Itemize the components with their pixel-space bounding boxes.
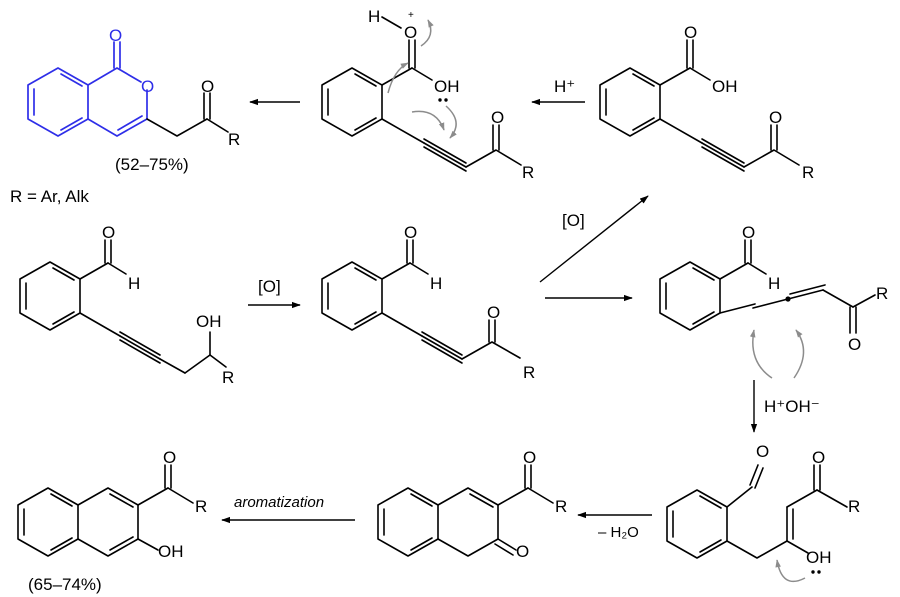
ketone-oxygen: O	[201, 77, 214, 96]
cond-acid-base: H⁺OH⁻	[764, 397, 820, 416]
aldehyde-h: H	[768, 274, 780, 293]
r-group: R	[848, 497, 860, 516]
oxonium-oxygen: O	[404, 23, 417, 42]
r-group: R	[802, 163, 814, 182]
isocoumarin-product: O O O R (52–75%) R = Ar, Alk	[10, 26, 240, 206]
naphthol-hydroxyl: OH	[158, 542, 184, 561]
yield-naphthol: (65–74%)	[28, 575, 102, 594]
cond-acid: H⁺	[554, 77, 575, 96]
ring-ketone-oxygen: O	[516, 542, 529, 561]
h-atom: H	[368, 7, 380, 26]
hydroxyl-group: OH	[196, 312, 222, 331]
ketone-oxygen: O	[523, 448, 536, 467]
ketone-oxygen: O	[487, 303, 500, 322]
ketone-oxygen: O	[163, 448, 176, 467]
carbonyl-oxygen: O	[684, 23, 697, 42]
cond-aromatization: aromatization	[234, 494, 324, 511]
cond-oxidation-1: [O]	[258, 277, 281, 296]
keto-acid: O OH O R	[599, 23, 814, 182]
hydroxyl-group: OH	[434, 77, 460, 96]
positive-charge: +	[408, 10, 414, 21]
dihydronaphthalenone: O O R	[377, 448, 567, 561]
r-group: R	[522, 163, 534, 182]
ketone-oxygen: O	[812, 448, 825, 467]
ketone-oxygen: O	[848, 335, 861, 354]
r-group: R	[222, 368, 234, 387]
r-group: R	[876, 284, 888, 303]
allene-intermediate: O H O R	[659, 223, 888, 379]
aldehyde-h: H	[430, 274, 442, 293]
hydroxyl-group: OH	[712, 77, 738, 96]
keto-aldehyde-intermediate: O H O R	[321, 223, 535, 382]
cond-oxidation-2: [O]	[562, 211, 585, 230]
enol-aldehyde-intermediate: O OH O R	[666, 442, 860, 583]
ring-oxygen: O	[141, 77, 154, 96]
arrow-oxidation-aldehyde	[539, 195, 649, 283]
r-definition: R = Ar, Alk	[10, 187, 89, 206]
aldehyde-oxygen: O	[742, 223, 755, 242]
yield-isocoumarin: (52–75%)	[115, 155, 189, 174]
aldehyde-oxygen: O	[404, 223, 417, 242]
aldehyde-oxygen: O	[756, 442, 769, 461]
aldehyde-h: H	[128, 274, 140, 293]
carbonyl-oxygen: O	[109, 26, 122, 45]
enol-hydroxyl: OH	[806, 548, 832, 567]
cond-dehydration: – H₂O	[598, 524, 639, 541]
r-group: R	[195, 497, 207, 516]
aldehyde-oxygen: O	[102, 223, 115, 242]
reaction-arrows: H⁺ [O] [O] H⁺OH⁻ – H₂O aromatization	[221, 77, 820, 541]
naphthol-product: OH O R (65–74%)	[17, 448, 207, 594]
r-group: R	[228, 130, 240, 149]
ketone-oxygen: O	[769, 108, 782, 127]
ketone-oxygen: O	[491, 108, 504, 127]
alkynol-starting-material: O H OH R	[19, 223, 234, 387]
r-group: R	[523, 363, 535, 382]
protonated-acid-intermediate: H O + OH O R	[321, 7, 534, 182]
r-group: R	[555, 497, 567, 516]
